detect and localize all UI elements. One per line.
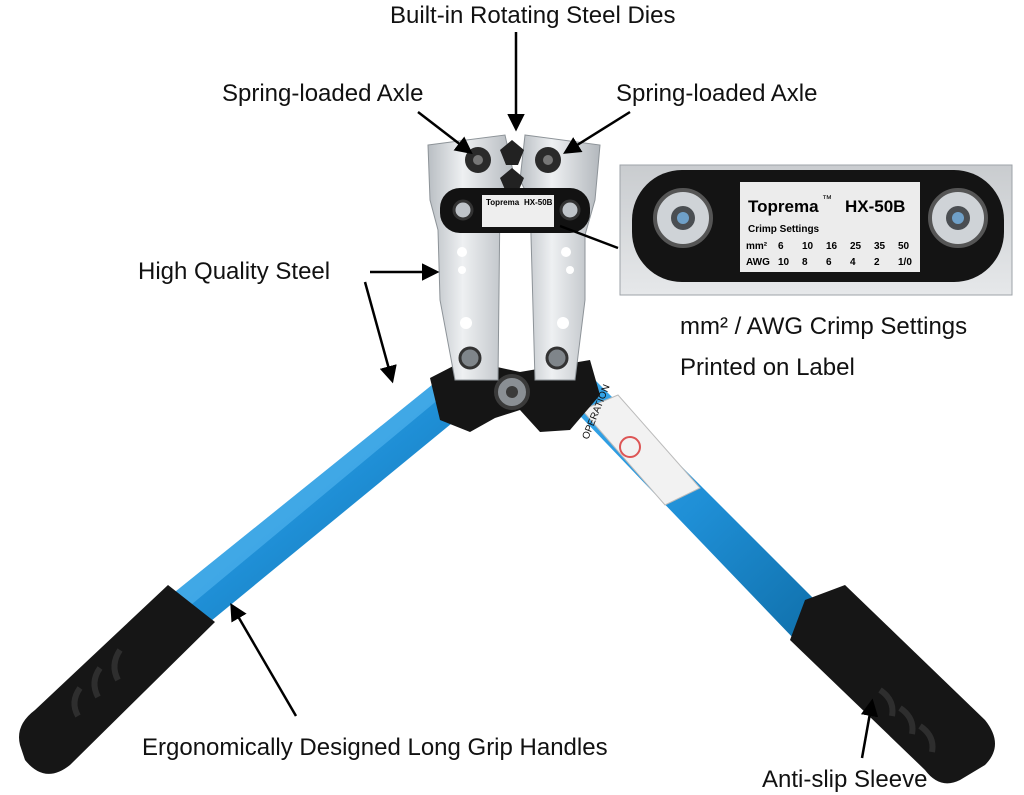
arrow-handles [230, 602, 298, 717]
callout-axle-right: Spring-loaded Axle [616, 80, 818, 107]
awg-value: 10 [778, 257, 790, 268]
arrow-steel-bottom [363, 281, 397, 384]
arrow-sleeve [860, 698, 879, 759]
callout-settings-line2: Printed on Label [680, 354, 855, 381]
callout-arrows [230, 32, 879, 759]
callout-axle-left: Spring-loaded Axle [222, 80, 424, 107]
small-brand: Toprema [486, 198, 520, 207]
awg-value: 6 [826, 257, 832, 268]
arrow-axle-right [563, 110, 631, 154]
label-zoom-inset [619, 164, 1013, 296]
awg-value: 4 [850, 257, 856, 268]
steel-jaws [427, 134, 601, 381]
small-label-plate: Toprema HX-50B [440, 188, 590, 233]
awg-value: 8 [802, 257, 808, 268]
inset-mm-row: 6 10 16 25 35 50 [778, 241, 910, 252]
mm-value: 16 [826, 241, 838, 252]
inset-awg-head: AWG [746, 257, 770, 268]
callout-high-quality-steel: High Quality Steel [138, 258, 331, 285]
awg-value: 2 [874, 257, 880, 268]
right-handle [560, 380, 830, 640]
mm-value: 25 [850, 241, 862, 252]
callout-anti-slip-sleeve: Anti-slip Sleeve [762, 766, 928, 793]
mm-value: 10 [802, 241, 814, 252]
callout-rotating-dies: Built-in Rotating Steel Dies [390, 2, 676, 29]
arrow-inset-link [559, 224, 619, 250]
arrow-axle-left [417, 111, 473, 155]
inset-brand: Toprema [748, 197, 819, 216]
inset-settings-title: Crimp Settings [748, 224, 820, 235]
inset-awg-row: 10 8 6 4 2 1/0 [778, 257, 912, 268]
small-model: HX-50B [524, 198, 553, 207]
left-handle [165, 385, 468, 630]
callout-settings-line1: mm² / AWG Crimp Settings [680, 313, 968, 340]
mm-value: 35 [874, 241, 886, 252]
left-grip [19, 585, 215, 774]
inset-tm: ™ [822, 194, 832, 205]
inset-mm-head: mm² [746, 241, 768, 252]
mm-value: 6 [778, 241, 784, 252]
awg-value: 1/0 [898, 257, 912, 268]
right-grip [790, 585, 995, 784]
inset-model: HX-50B [845, 197, 905, 216]
mm-value: 50 [898, 241, 910, 252]
callout-grip-handles: Ergonomically Designed Long Grip Handles [142, 734, 608, 761]
